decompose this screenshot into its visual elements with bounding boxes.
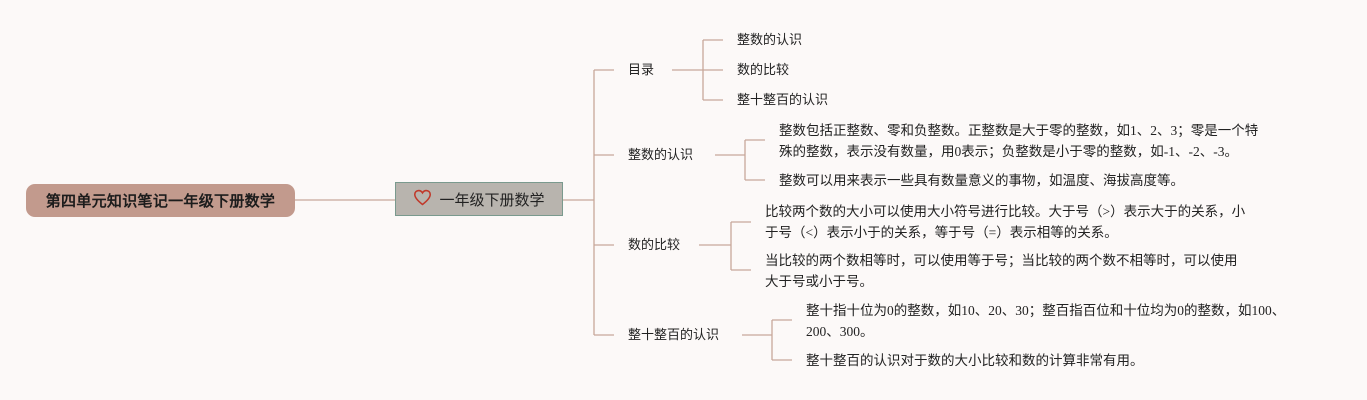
branch-label-integer[interactable]: 整数的认识	[628, 148, 694, 163]
tens-hundreds-note-2[interactable]: 整十整百的认识对于数的大小比较和数的计算非常有用。	[806, 350, 1144, 371]
heart-icon	[413, 189, 432, 210]
note-line: 于号（<）表示小于的关系，等于号（=）表示相等的关系。	[765, 225, 1118, 240]
note-line: 殊的整数，表示没有数量，用0表示；负整数是小于零的整数，如-1、-2、-3。	[779, 144, 1238, 159]
root-title: 第四单元知识笔记一年级下册数学	[45, 192, 276, 210]
tens-hundreds-note-1[interactable]: 整十指十位为0的整数，如10、20、30；整百指百位和十位均为0的整数，如100…	[806, 300, 1285, 342]
branch-label-catalog[interactable]: 目录	[628, 63, 655, 78]
catalog-item[interactable]: 整十整百的认识	[737, 93, 829, 108]
compare-note-1[interactable]: 比较两个数的大小可以使用大小符号进行比较。大于号（>）表示大于的关系，小 于号（…	[765, 201, 1245, 243]
center-node[interactable]: 一年级下册数学	[395, 182, 563, 216]
branch-label-compare[interactable]: 数的比较	[628, 238, 681, 253]
note-line: 200、300。	[806, 324, 874, 339]
compare-note-2[interactable]: 当比较的两个数相等时，可以使用等于号；当比较的两个数不相等时，可以使用 大于号或…	[765, 250, 1238, 292]
note-line: 比较两个数的大小可以使用大小符号进行比较。大于号（>）表示大于的关系，小	[765, 204, 1246, 219]
note-line: 整十指十位为0的整数，如10、20、30；整百指百位和十位均为0的整数，如100…	[806, 303, 1286, 318]
note-line: 当比较的两个数相等时，可以使用等于号；当比较的两个数不相等时，可以使用	[765, 253, 1238, 268]
catalog-item[interactable]: 数的比较	[737, 63, 790, 78]
catalog-item[interactable]: 整数的认识	[737, 33, 803, 48]
note-line: 整数包括正整数、零和负整数。正整数是大于零的整数，如1、2、3；零是一个特	[779, 123, 1259, 138]
integer-note-1[interactable]: 整数包括正整数、零和负整数。正整数是大于零的整数，如1、2、3；零是一个特 殊的…	[779, 120, 1258, 162]
branch-label-tens-hundreds[interactable]: 整十整百的认识	[628, 328, 720, 343]
note-line: 整十整百的认识对于数的大小比较和数的计算非常有用。	[806, 353, 1144, 368]
note-line: 大于号或小于号。	[765, 274, 873, 289]
integer-note-2[interactable]: 整数可以用来表示一些具有数量意义的事物，如温度、海拔高度等。	[779, 170, 1184, 191]
note-line: 整数可以用来表示一些具有数量意义的事物，如温度、海拔高度等。	[779, 173, 1184, 188]
root-node[interactable]: 第四单元知识笔记一年级下册数学	[26, 184, 295, 217]
center-title: 一年级下册数学	[439, 190, 545, 209]
